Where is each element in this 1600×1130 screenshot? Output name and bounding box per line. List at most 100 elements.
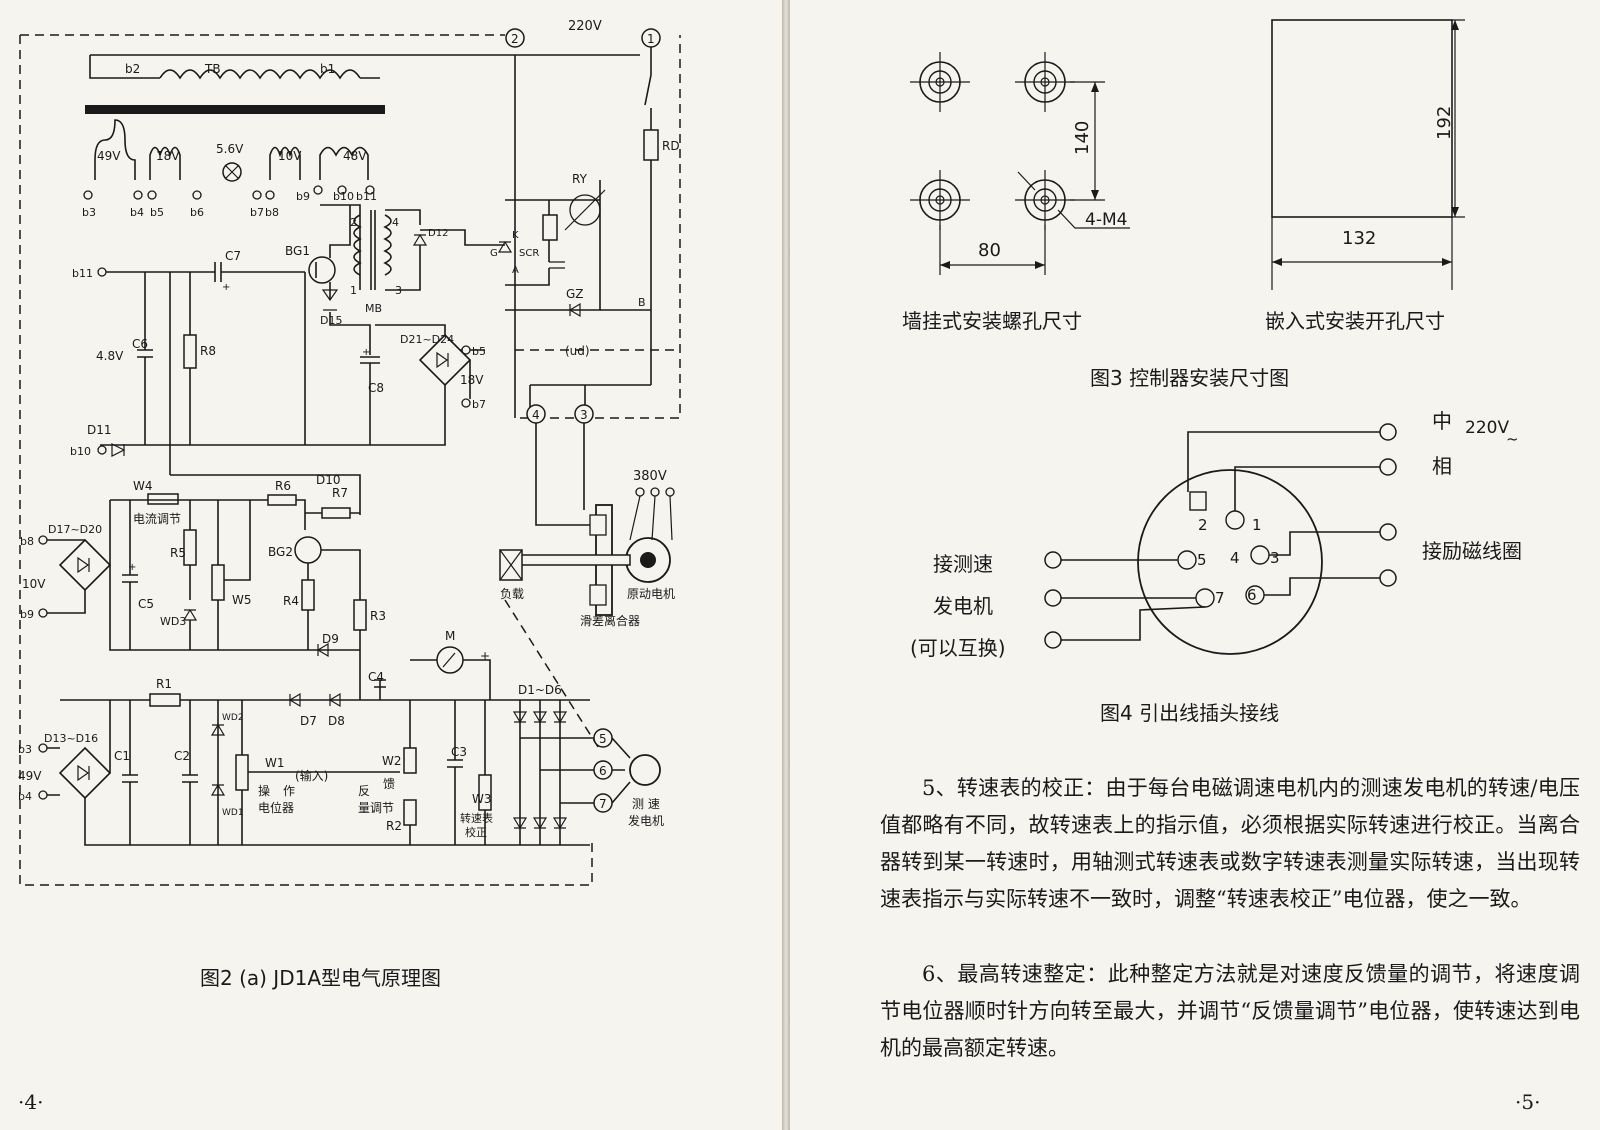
pot-w3-tach-cal[interactable] <box>478 774 492 811</box>
b8-label-2: b8 <box>20 535 34 548</box>
mb-pin2-label: 2 <box>350 216 357 229</box>
fig4-voltage-label: 220V <box>1465 418 1510 438</box>
b9-label: b9 <box>296 190 310 203</box>
d13-label: D13~D16 <box>44 732 98 745</box>
c5-plus: + <box>128 562 136 573</box>
clutch-label: 滑差离合器 <box>580 613 640 628</box>
m-plus: + <box>480 649 490 663</box>
d11-label: D11 <box>87 423 112 437</box>
figure-3-caption: 图3 控制器安装尺寸图 <box>1090 366 1290 390</box>
mb-pin4-label: 4 <box>392 216 399 229</box>
pin-5-label: 5 <box>1197 551 1207 569</box>
winding-56v-label: 5.6V <box>216 142 244 156</box>
dim-132: 132 <box>1342 228 1376 249</box>
pot-w1-operate[interactable] <box>235 754 249 791</box>
b3-label: b3 <box>82 206 96 219</box>
w3-label: W3 <box>472 792 492 806</box>
b5-label: b5 <box>150 206 164 219</box>
figures-3-4: 80 140 4-M4 192 132 2 1 3 4 5 6 7 <box>910 19 1465 655</box>
49v-label: 49V <box>18 769 42 783</box>
node-1-label: 1 <box>647 32 655 46</box>
tacho-label-line1: 测 速 <box>632 797 660 811</box>
paragraph-tachometer-calibration: 5、转速表的校正：由于每台电磁调速电机内的测速发电机的转速/电压值都略有不同，故… <box>880 776 1580 911</box>
pin-6-label: 6 <box>1247 586 1257 604</box>
d8-label: D8 <box>328 714 345 728</box>
varistor-icon <box>569 194 601 226</box>
d1-label: D1~D6 <box>518 683 562 697</box>
c8-plus: + <box>362 347 370 358</box>
tacho-label-line2: 发电机 <box>628 813 664 828</box>
w2-label: W2 <box>382 754 402 768</box>
d15-label: D15 <box>320 314 342 327</box>
wd2-label: WD2 <box>222 713 244 723</box>
input-label: (输入) <box>295 768 328 783</box>
pin-1-label: 1 <box>1252 516 1262 534</box>
book-gutter <box>782 0 790 1130</box>
bridge-d17-d20 <box>58 538 112 592</box>
dim-140: 140 <box>1072 121 1093 155</box>
bridge-b5-label: b5 <box>472 345 486 358</box>
r7-label: R7 <box>332 486 348 500</box>
transformer-label: TB <box>204 62 221 76</box>
c6-label: C6 <box>132 337 148 351</box>
scr-a-label: A <box>512 265 519 276</box>
scr-g-label: G <box>490 248 498 259</box>
embed-mount-caption: 嵌入式安装开孔尺寸 <box>1265 309 1445 333</box>
wd3-label: WD3 <box>160 615 186 628</box>
winding-48v-label: 48V <box>343 149 367 163</box>
paragraph-max-speed-setting: 6、最高转速整定：此种整定方法就是对速度反馈量的调节，将速度调节电位器顺时针方向… <box>880 962 1580 1060</box>
tach-cal-line2: 校正 <box>465 825 487 839</box>
b4-label: b4 <box>130 206 144 219</box>
transformer-core <box>85 105 385 114</box>
b7-label: b7 <box>250 206 264 219</box>
node-3-label: 3 <box>580 408 588 422</box>
fb-char2: 馈 <box>383 777 395 791</box>
resistor-r2 <box>403 799 417 826</box>
right-page: 80 140 4-M4 192 132 2 1 3 4 5 6 7 墙挂式安装螺… <box>790 0 1600 1130</box>
r2-label: R2 <box>386 819 402 833</box>
d10-label: D10 <box>316 473 341 487</box>
pot-w2-feedback[interactable] <box>403 747 417 774</box>
d21-label: D21~D24 <box>400 333 454 346</box>
gz-label: GZ <box>566 287 584 301</box>
supply-voltage-label: 220V <box>568 19 602 34</box>
scr-k-label: K <box>512 230 519 241</box>
left-page: 2 1 220V RD b2 TB b1 49V 18V 5.6V 10V 48… <box>0 0 782 1130</box>
c1-label: C1 <box>114 749 130 763</box>
page-number-right: ·5· <box>1515 1090 1541 1114</box>
winding-49v-label: 49V <box>97 149 121 163</box>
r5-label: R5 <box>170 546 186 560</box>
c8-label: C8 <box>368 381 384 395</box>
r1-label: R1 <box>156 677 172 691</box>
motor-label: 原动电机 <box>627 587 675 601</box>
bg2-label: BG2 <box>268 545 293 559</box>
diode-bridge-d1-d6 <box>512 700 568 845</box>
bridge-b7-label: b7 <box>472 398 486 411</box>
embed-cutout-rect <box>1271 19 1453 218</box>
r4-label: R4 <box>283 594 299 608</box>
b-terminals <box>83 185 375 200</box>
fuse-rd <box>643 129 659 161</box>
bridge-d13-d16 <box>58 746 112 800</box>
resistor-r5 <box>183 529 197 566</box>
wd1-label: WD1 <box>222 808 244 818</box>
mb-pin1-label: 1 <box>350 284 357 297</box>
tap-b1-label: b1 <box>320 62 335 76</box>
b-node-label: B <box>638 296 646 309</box>
fb-char1: 反 <box>358 784 370 798</box>
page-number-left: ·4· <box>18 1090 44 1114</box>
transistor-bg2-icon <box>294 536 322 564</box>
neutral-label: 中 <box>1432 409 1452 433</box>
fuse-label: RD <box>662 139 680 153</box>
node-5-label: 5 <box>599 732 607 746</box>
resistor-r6 <box>267 494 297 506</box>
b10-label: b10 <box>333 190 354 203</box>
w5-label: W5 <box>232 593 252 607</box>
pin-7-label: 7 <box>1215 589 1225 607</box>
ry-label: RY <box>572 172 588 186</box>
b9-label-2: b9 <box>20 608 34 621</box>
scr-label: SCR <box>519 248 539 259</box>
dim-4-m4: 4-M4 <box>1085 210 1127 230</box>
w1-label: W1 <box>265 756 285 770</box>
wall-mount-holes <box>919 61 1066 221</box>
